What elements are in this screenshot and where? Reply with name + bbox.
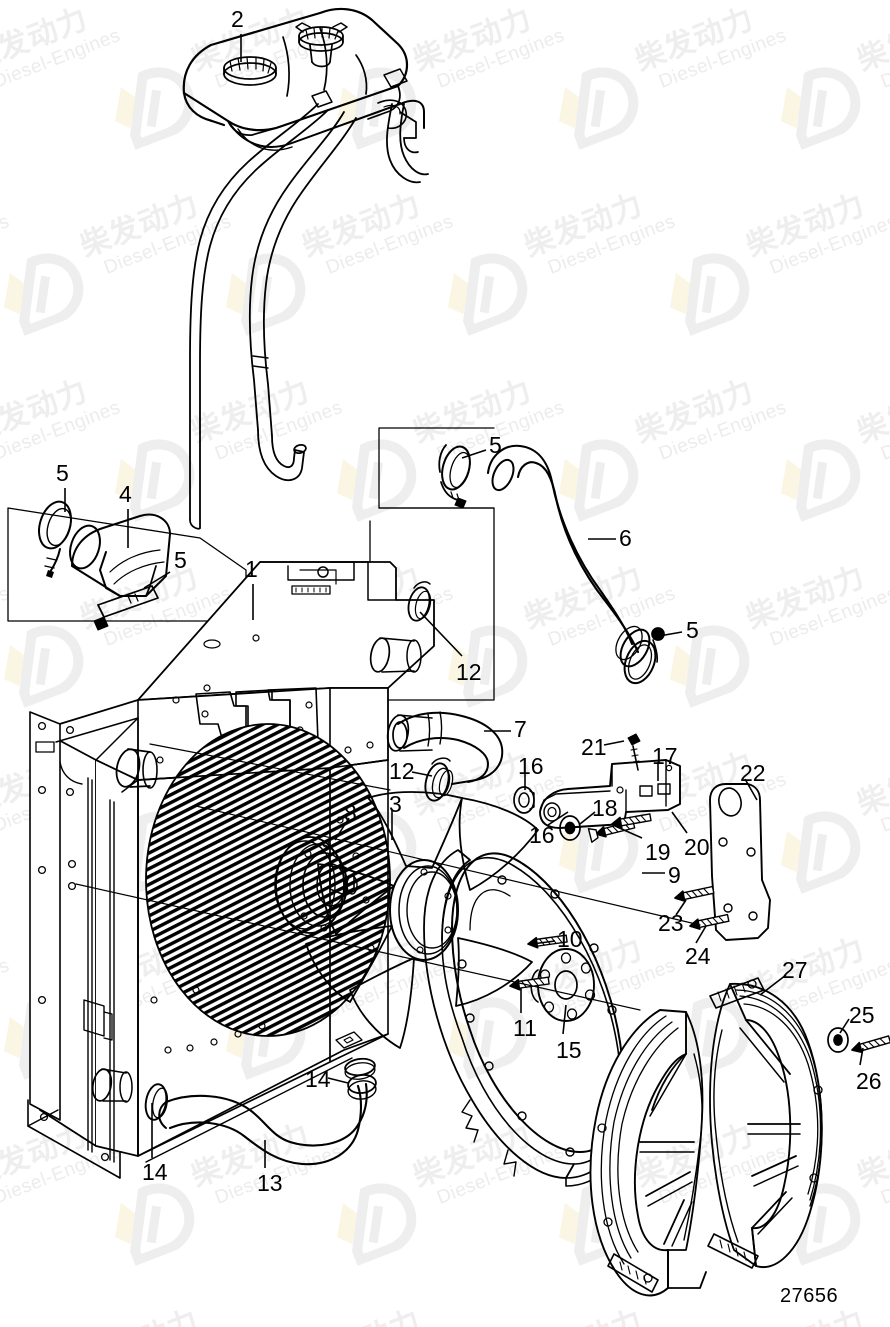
- leader-line-10: [531, 940, 556, 945]
- callout-2: 2: [231, 6, 244, 32]
- callout-26: 26: [856, 1068, 882, 1094]
- radiator-part-1: [27, 561, 435, 1179]
- lower-hose-part-13: [158, 1073, 377, 1166]
- callout-22: 22: [740, 760, 766, 786]
- screw-part-21: [627, 733, 641, 771]
- leader-line-25: [839, 1018, 850, 1034]
- callout-7: 7: [514, 716, 527, 742]
- callout-19: 19: [645, 839, 671, 865]
- upper-hose-elbow-part-4: [69, 513, 171, 597]
- callout-5: 5: [489, 432, 502, 458]
- callout-27: 27: [782, 957, 808, 983]
- callout-17: 17: [652, 743, 678, 769]
- leader-line-5: [461, 449, 487, 459]
- callout-10: 10: [557, 926, 583, 952]
- hose-clamp-part-12-upper: [407, 581, 432, 622]
- callout-11: 11: [513, 1015, 537, 1041]
- callout-15: 15: [556, 1037, 582, 1063]
- callout-5: 5: [56, 460, 69, 486]
- callout-5: 5: [686, 617, 699, 643]
- hose-clamp-part-14-left: [144, 1083, 169, 1121]
- support-bracket-part-17: [539, 759, 681, 829]
- spacer-bushing-part-16-a: [513, 786, 535, 814]
- screw-part-26: [849, 1033, 890, 1056]
- callout-20: 20: [684, 834, 710, 860]
- hose-clamp-part-5-upper-left: [38, 500, 72, 578]
- callout-16: 16: [529, 822, 555, 848]
- hose-clamp-part-5-upper-right: [438, 444, 471, 509]
- leader-line-12: [411, 771, 433, 777]
- leader-line-22: [744, 778, 758, 801]
- assembly-reference-lines: [75, 743, 701, 1011]
- leader-line-5: [658, 631, 683, 637]
- callout-1: 1: [245, 556, 258, 582]
- leader-line-16: [547, 811, 569, 826]
- callout-25: 25: [849, 1002, 875, 1028]
- leader-line-20: [671, 811, 688, 834]
- leader-line-26: [859, 1047, 864, 1066]
- leader-line-5: [143, 571, 171, 589]
- leader-line-24: [695, 925, 707, 944]
- figure-number: 27656: [780, 1285, 839, 1307]
- detail-box-upper-left: [7, 507, 247, 622]
- callout-3: 3: [389, 791, 402, 817]
- leader-line-27: [759, 974, 787, 996]
- connecting-hose-part-7: [392, 711, 504, 785]
- washer-part-25: [827, 1027, 849, 1053]
- callout-5: 5: [174, 547, 187, 573]
- callout-13: 13: [257, 1170, 283, 1196]
- callout-23: 23: [658, 910, 684, 936]
- callout-12: 12: [389, 758, 415, 784]
- tank-hoses: [189, 103, 429, 530]
- callout-4: 4: [119, 481, 132, 507]
- leader-line-15: [562, 1004, 567, 1035]
- callout-14: 14: [305, 1066, 331, 1092]
- leader-line-21: [603, 740, 625, 746]
- callout-24: 24: [685, 943, 711, 969]
- fan-guard-part-27: [589, 977, 823, 1297]
- callout-9: 9: [668, 862, 681, 888]
- hose-clamp-part-5-lower-right: [623, 627, 665, 685]
- callout-6: 6: [619, 525, 632, 551]
- hose-clamp-part-5-lower-left: [93, 585, 159, 631]
- callout-16: 16: [518, 753, 544, 779]
- callout-18: 18: [592, 795, 618, 821]
- hose-clamp-part-14-right: [344, 1057, 376, 1080]
- mounting-plate-part-22: [709, 783, 771, 941]
- callout-12: 12: [456, 659, 482, 685]
- hose-clamp-part-12-lower: [424, 757, 454, 802]
- callout-14: 14: [142, 1159, 168, 1185]
- leader-line-14: [327, 1077, 349, 1084]
- leader-line-23: [675, 899, 687, 916]
- callout-8: 8: [344, 800, 357, 826]
- charge-air-pipe-part-6: [486, 444, 651, 668]
- callout-21: 21: [581, 734, 607, 760]
